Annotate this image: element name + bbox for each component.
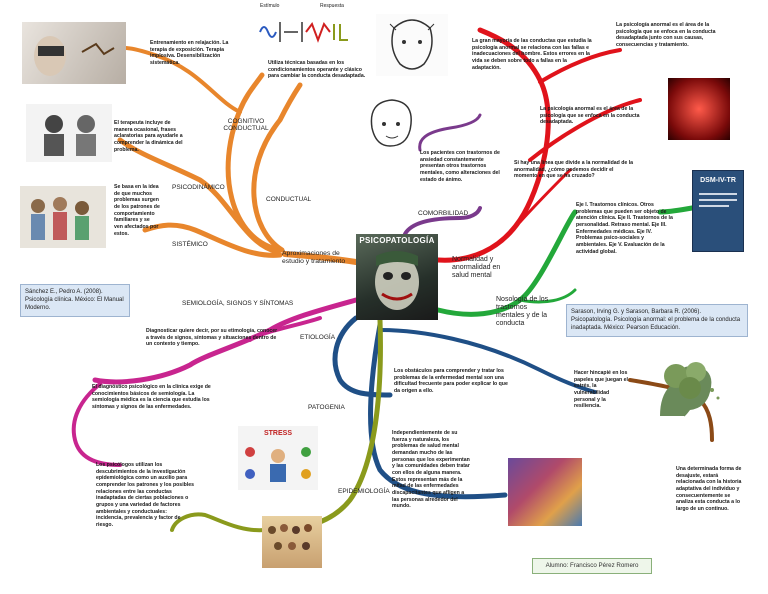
center-node: PSICOPATOLOGÍA <box>356 234 438 320</box>
branch-label-patogenia: PATOGENIA <box>308 404 345 411</box>
branch-cognitivo <box>228 75 280 250</box>
branch-label-aproximaciones: Aproximaciones de estudio y tratamiento <box>282 250 348 266</box>
face-sketch-image <box>376 14 448 76</box>
branch-label-epidemiologia: EPIDEMIOLOGÍA <box>338 488 390 495</box>
text-normalidad-2: La psicología anormal es el área de la p… <box>616 22 736 49</box>
branch-label-conductual: CONDUCTUAL <box>266 196 311 203</box>
text-etiologia-2: Hacer hincapié en los papeles que juegan… <box>574 370 632 410</box>
therapy-image <box>26 104 112 162</box>
text-comorbilidad: Los pacientes con trastornos de ansiedad… <box>420 150 506 183</box>
text-semiologia-1: Diagnosticar quiere decir, por su etimol… <box>146 328 278 348</box>
tree-head-image <box>640 356 724 422</box>
branch-label-psicodinamico: PSICODINÁMICO <box>172 184 225 191</box>
text-normalidad-4: Si hay una línea que divide a la normali… <box>514 160 638 180</box>
text-normalidad-1: La gran mayoría de las conductas que est… <box>472 38 596 71</box>
mosaic-art-image <box>508 458 582 526</box>
reference-1: Sánchez E., Pedro A. (2008). Psicología … <box>20 284 130 317</box>
branch-comorbilidad-2 <box>420 115 480 150</box>
text-sistemico: Se basa en la idea de que muchos problem… <box>114 184 160 237</box>
text-etiologia-3: Una determinada forma de desajuste, esta… <box>676 466 742 513</box>
text-conductual: Utiliza técnicas basadas en los condicio… <box>268 60 368 80</box>
text-cognitivo: Entrenamiento en relajación. La terapia … <box>150 40 240 67</box>
family-image <box>20 186 106 248</box>
branch-label-normalidad: Normalidad y anormalidad en salud mental <box>452 256 514 280</box>
student-name: Alumno: Francisco Pérez Romero <box>532 558 652 574</box>
text-normalidad-3: La psicología anormal es el área de la p… <box>540 106 652 126</box>
vr-image <box>22 22 126 84</box>
head-outline-image <box>362 98 420 150</box>
text-epidemiologia: Los psicólogos utilizan los descubrimien… <box>96 462 194 529</box>
dsm-book-image: DSM-IV-TR <box>692 170 744 252</box>
branch-label-sistemico: SISTÉMICO <box>172 241 208 248</box>
stimulus-response-diagram: Estímulo Respuesta <box>256 2 352 52</box>
text-nosologia: Eje I. Trastornos clínicos. Otros proble… <box>576 202 676 255</box>
text-psicodinamico: El terapeuta incluye de manera ocasional… <box>114 120 188 153</box>
dsm-book-title: DSM-IV-TR <box>693 177 743 184</box>
text-patogenia: Independientemente de su fuerza y natura… <box>392 430 472 510</box>
branch-epidemiologia <box>265 320 380 530</box>
red-face-image <box>668 78 730 140</box>
reference-2: Sarason, Irving G. y Sarason, Barbara R.… <box>566 304 748 337</box>
branch-label-nosologia: Nosología de los trastornos mentales y d… <box>496 296 552 328</box>
text-etiologia-1: Los obstáculos para comprender y tratar … <box>394 368 514 395</box>
branch-label-cognitivo: COGNITIVO CONDUCTUAL <box>216 118 276 133</box>
text-semiologia-2: El diagnóstico psicológico en la clínica… <box>92 384 222 411</box>
branch-label-etiologia: ETIOLOGÍA <box>300 334 335 341</box>
branch-label-comorbilidad: COMORBILIDAD <box>418 210 468 217</box>
crowd-image <box>262 516 322 568</box>
branch-conductual <box>254 85 300 250</box>
branch-label-semiologia: SEMIOLOGÍA, SIGNOS Y SÍNTOMAS <box>182 300 293 307</box>
stress-image: STRESS <box>238 426 318 490</box>
